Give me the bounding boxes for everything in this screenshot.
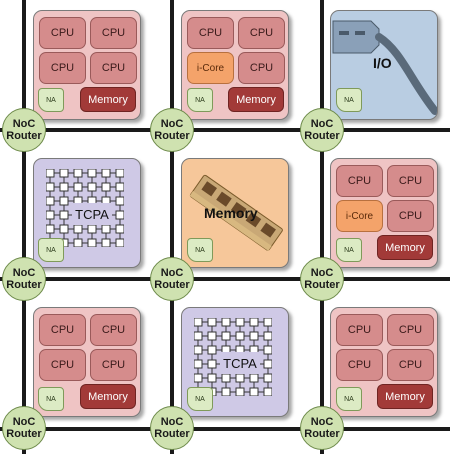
- cpu-core: CPU: [387, 349, 434, 381]
- router-label-line2: Router: [154, 428, 190, 440]
- noc-link-horizontal-1: [0, 128, 450, 132]
- cpu-core: CPU: [39, 17, 86, 49]
- cpu-core: CPU: [387, 165, 434, 197]
- router-label-line1: NoC: [160, 416, 184, 428]
- cpu-core: CPU: [238, 17, 285, 49]
- cpu-tile-r0c1: CPU CPU i-Core CPU Memory: [181, 10, 289, 120]
- memory-module-icon: [189, 174, 283, 251]
- noc-router: NoC Router: [150, 108, 194, 152]
- noc-router: NoC Router: [2, 406, 46, 450]
- cpu-core: CPU: [387, 314, 434, 346]
- network-adapter: NA: [336, 238, 362, 262]
- tcpa-tile-r1c0: TCPA: [33, 158, 141, 268]
- network-adapter: NA: [187, 387, 213, 411]
- tcpa-label: TCPA: [72, 203, 112, 225]
- router-label-line1: NoC: [310, 118, 334, 130]
- network-adapter: NA: [336, 387, 362, 411]
- noc-link-vertical-1: [22, 0, 26, 454]
- router-label-line2: Router: [154, 130, 190, 142]
- network-adapter: NA: [38, 387, 64, 411]
- cpu-tile-r0c0: CPU CPU CPU CPU Memory: [33, 10, 141, 120]
- cpu-core: CPU: [387, 200, 434, 232]
- network-adapter: NA: [336, 88, 362, 112]
- network-adapter: NA: [38, 88, 64, 112]
- cpu-tile-r2c2: CPU CPU CPU CPU Memory: [330, 307, 438, 417]
- router-label-line2: Router: [304, 428, 340, 440]
- noc-link-horizontal-3: [0, 427, 450, 431]
- noc-router: NoC Router: [2, 108, 46, 152]
- local-memory: Memory: [377, 384, 433, 409]
- tcpa-label: TCPA: [220, 352, 260, 374]
- cpu-core: CPU: [90, 314, 137, 346]
- noc-router: NoC Router: [300, 108, 344, 152]
- usb-cable-icon: [332, 20, 437, 115]
- router-label-line2: Router: [6, 279, 42, 291]
- noc-link-vertical-3: [320, 0, 324, 454]
- cpu-core: CPU: [90, 52, 137, 84]
- icore: i-Core: [336, 200, 383, 232]
- cpu-core: CPU: [90, 17, 137, 49]
- router-label-line1: NoC: [12, 118, 36, 130]
- router-label-line2: Router: [154, 279, 190, 291]
- noc-router: NoC Router: [2, 257, 46, 301]
- cpu-core: CPU: [336, 349, 383, 381]
- router-label-line2: Router: [304, 279, 340, 291]
- noc-router: NoC Router: [300, 406, 344, 450]
- memory-label: Memory: [204, 205, 258, 221]
- icore: i-Core: [187, 52, 234, 84]
- memory-tile-r1c1: Memory: [181, 158, 289, 268]
- router-label-line1: NoC: [12, 416, 36, 428]
- cpu-core: CPU: [90, 349, 137, 381]
- router-label-line2: Router: [6, 428, 42, 440]
- network-adapter: NA: [187, 238, 213, 262]
- router-label-line1: NoC: [310, 416, 334, 428]
- network-adapter: NA: [187, 88, 213, 112]
- noc-router: NoC Router: [150, 406, 194, 450]
- local-memory: Memory: [80, 87, 136, 112]
- noc-router: NoC Router: [150, 257, 194, 301]
- local-memory: Memory: [377, 235, 433, 260]
- cpu-core: CPU: [187, 17, 234, 49]
- router-label-line1: NoC: [160, 118, 184, 130]
- local-memory: Memory: [80, 384, 136, 409]
- router-label-line2: Router: [304, 130, 340, 142]
- router-label-line1: NoC: [12, 267, 36, 279]
- io-label: I/O: [373, 55, 392, 71]
- tcpa-tile-r2c1: TCPA: [181, 307, 289, 417]
- cpu-core: CPU: [39, 314, 86, 346]
- local-memory: Memory: [228, 87, 284, 112]
- router-label-line1: NoC: [310, 267, 334, 279]
- cpu-core: CPU: [39, 349, 86, 381]
- cpu-core: CPU: [238, 52, 285, 84]
- cpu-core: CPU: [39, 52, 86, 84]
- cpu-core: CPU: [336, 165, 383, 197]
- cpu-core: CPU: [336, 314, 383, 346]
- network-adapter: NA: [38, 238, 64, 262]
- router-label-line2: Router: [6, 130, 42, 142]
- noc-link-vertical-2: [170, 0, 174, 454]
- router-label-line1: NoC: [160, 267, 184, 279]
- noc-link-horizontal-2: [0, 277, 450, 281]
- noc-router: NoC Router: [300, 257, 344, 301]
